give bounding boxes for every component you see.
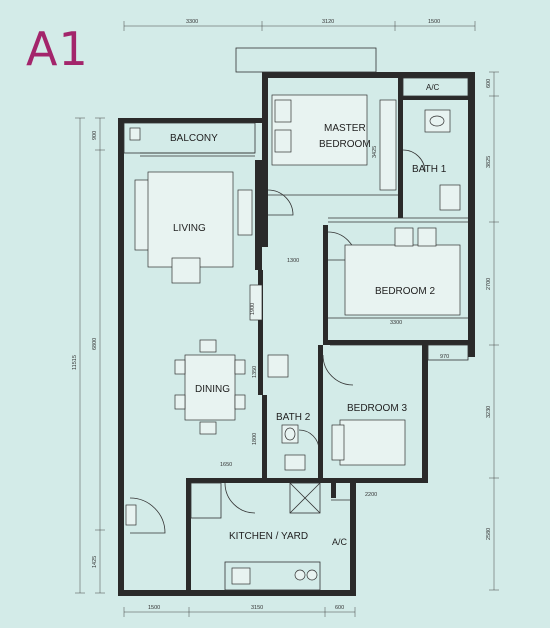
- dim-3300: 3300: [390, 320, 402, 326]
- dim-left-3: 11515: [72, 355, 78, 370]
- dim-1300: 1300: [287, 258, 299, 264]
- dim-right-3: 2700: [486, 278, 492, 290]
- interior-lines: [123, 47, 469, 591]
- room-label-ac-bottom: A/C: [332, 537, 348, 547]
- dim-left-2: 6800: [92, 338, 98, 350]
- room-label-ac-top: A/C: [426, 83, 440, 92]
- room-label-dining: DINING: [195, 384, 230, 395]
- dim-top-2: 3120: [322, 19, 334, 25]
- dim-top-3: 1500: [428, 19, 440, 25]
- dim-1350: 1350: [252, 366, 258, 378]
- dim-1650: 1650: [220, 462, 232, 468]
- dim-2200: 2200: [365, 492, 377, 498]
- dim-1900: 1900: [250, 303, 256, 315]
- dim-1800: 1800: [252, 433, 258, 445]
- furniture: [125, 94, 461, 585]
- dim-top-1: 3300: [186, 19, 198, 25]
- room-label-master-2: BEDROOM: [319, 139, 371, 150]
- room-label-master-1: MASTER: [324, 123, 366, 134]
- doors: [129, 149, 426, 534]
- dim-left-4: 1425: [92, 556, 98, 568]
- unit-title: A1: [26, 22, 89, 76]
- room-label-bedroom3: BEDROOM 3: [347, 403, 407, 414]
- room-label-living: LIVING: [173, 223, 206, 234]
- room-label-balcony: BALCONY: [170, 133, 218, 144]
- dim-bottom-2: 3150: [251, 605, 263, 611]
- walls: [118, 72, 475, 596]
- dim-right-4: 3230: [486, 406, 492, 418]
- dim-3425: 3425: [372, 146, 378, 158]
- dim-bottom-1: 1500: [148, 605, 160, 611]
- dim-right-1: 600: [486, 79, 492, 88]
- dim-970: 970: [440, 354, 449, 360]
- dim-left-1: 900: [92, 131, 98, 140]
- room-label-bath2: BATH 2: [276, 412, 311, 423]
- room-label-kitchen: KITCHEN / YARD: [229, 531, 308, 542]
- dimension-lines: [75, 21, 499, 617]
- dim-bottom-3: 600: [335, 605, 344, 611]
- dim-right-5: 2580: [486, 528, 492, 540]
- room-label-bath1: BATH 1: [412, 164, 447, 175]
- room-label-bedroom2: BEDROOM 2: [375, 286, 435, 297]
- dim-right-2: 3825: [486, 156, 492, 168]
